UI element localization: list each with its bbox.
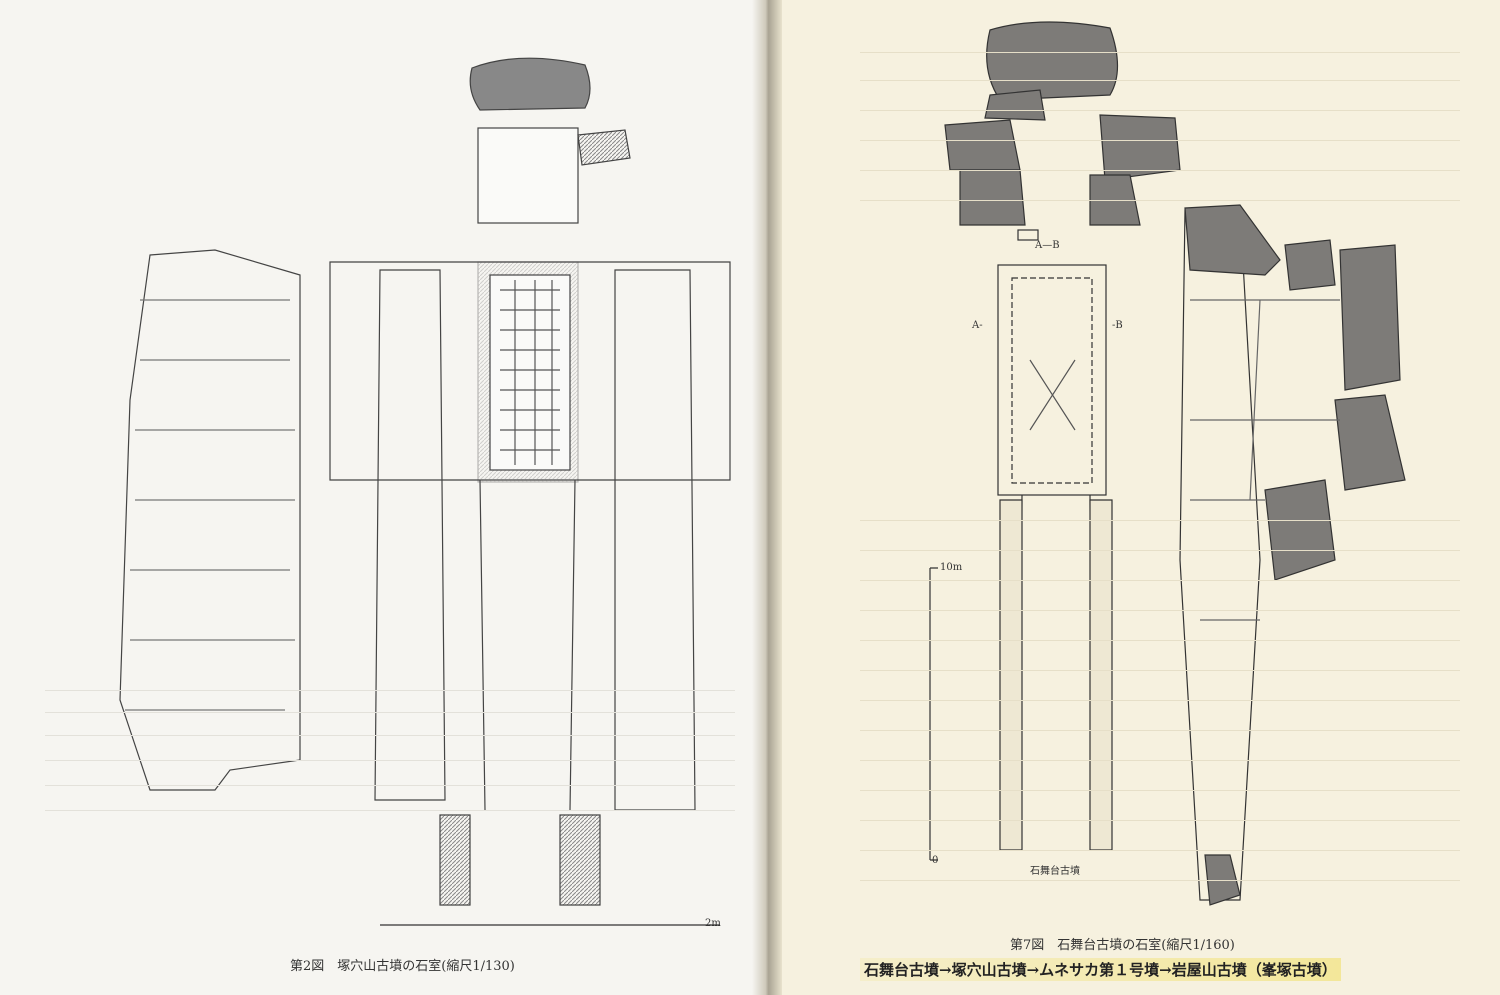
left-figure-tsukaanayama	[119, 57, 731, 926]
section-wall-2	[1334, 394, 1406, 491]
section-ad	[477, 127, 579, 224]
right-figure-ishibutai	[929, 21, 1406, 906]
site-label: 石舞台古墳	[1030, 866, 1080, 877]
wall-outline	[329, 261, 731, 481]
capstone-1	[986, 21, 1119, 101]
section-cap-2	[1284, 239, 1336, 291]
scale-bar	[929, 567, 938, 861]
right-figure-caption: 第7図 石舞台古墳の石室(縮尺1/160)	[1010, 938, 1235, 953]
stone-2	[984, 89, 1046, 121]
side-stone	[577, 129, 631, 166]
book-gutter	[752, 0, 782, 995]
scale-bottom-label: 0	[932, 855, 939, 866]
left-scale-label: 2m	[705, 918, 721, 929]
left-page	[0, 0, 768, 995]
left-figure-caption: 第2図 塚穴山古墳の石室(縮尺1/130)	[290, 959, 515, 974]
plan-chamber	[997, 264, 1107, 496]
section-cap-1	[1184, 204, 1281, 276]
stone-3	[944, 119, 1021, 171]
capstone-top	[469, 57, 591, 111]
scale-top-label: 10m	[940, 562, 963, 573]
east-wall	[614, 269, 696, 811]
section-label-ab: A—B	[1035, 240, 1060, 251]
section-outline	[1179, 209, 1261, 901]
section-label-b: -B	[1112, 320, 1123, 331]
cross-section-left	[119, 249, 301, 791]
entrance-stones	[439, 814, 601, 906]
section-wall-3	[1264, 479, 1336, 581]
passage	[479, 479, 576, 811]
west-wall	[374, 269, 446, 801]
stone-5	[959, 169, 1026, 226]
section-wall-1	[1339, 244, 1401, 391]
passage-stones	[999, 499, 1113, 851]
section-label-a: A-	[972, 320, 983, 331]
highlighted-sequence: 石舞台古墳→塚穴山古墳→ムネサカ第１号墳→岩屋山古墳（峯塚古墳）	[860, 958, 1341, 981]
